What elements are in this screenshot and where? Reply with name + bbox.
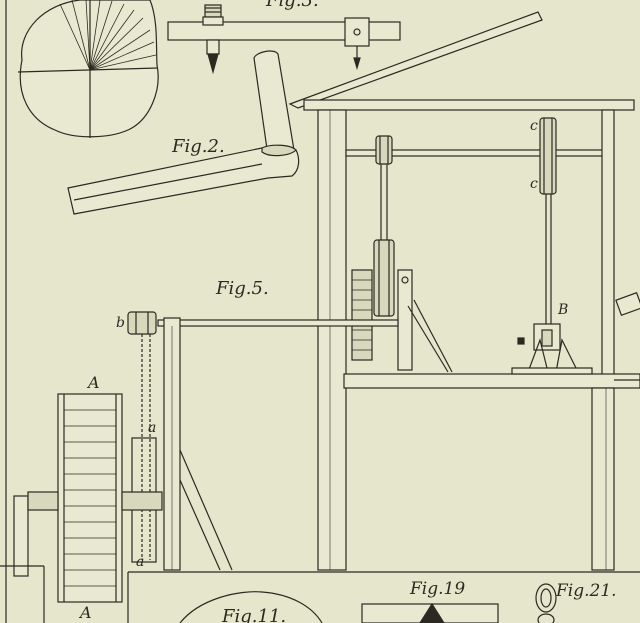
fig19-label: Fig.19 (409, 579, 465, 599)
angled-handle-figure (67, 50, 300, 215)
chain-drive (127, 311, 157, 563)
roof-plank (288, 11, 635, 111)
water-wheel (13, 393, 163, 603)
fig3-label: Fig.3. (265, 0, 319, 11)
upper-pulleys (373, 117, 557, 324)
main-frame (317, 109, 640, 571)
fig2-label: Fig.2. (171, 136, 225, 157)
gauge-figure (167, 4, 401, 75)
fig11-label: Fig.11. (221, 606, 286, 623)
part-letter-a-upper-bottom: A (78, 603, 92, 622)
fig21-label: Fig.21. (555, 581, 617, 601)
lower-figures (0, 565, 640, 623)
part-letter-b-lower: b (116, 315, 125, 331)
part-letter-c-upper: c (530, 118, 538, 134)
fig5-label: Fig.5. (215, 278, 269, 299)
main-shaft (157, 317, 399, 571)
part-letter-b-upper: B (557, 302, 568, 318)
stand-b (511, 323, 593, 375)
fan-ribs (59, 0, 157, 71)
part-letter-c-lower: c (530, 176, 538, 192)
part-letter-a-lower-2: a (136, 554, 144, 570)
part-letter-a-upper-top: A (86, 373, 100, 392)
fan-wheel-figure (17, 0, 159, 138)
part-letter-a-lower-1: a (148, 420, 156, 436)
gear-assembly (351, 269, 453, 373)
